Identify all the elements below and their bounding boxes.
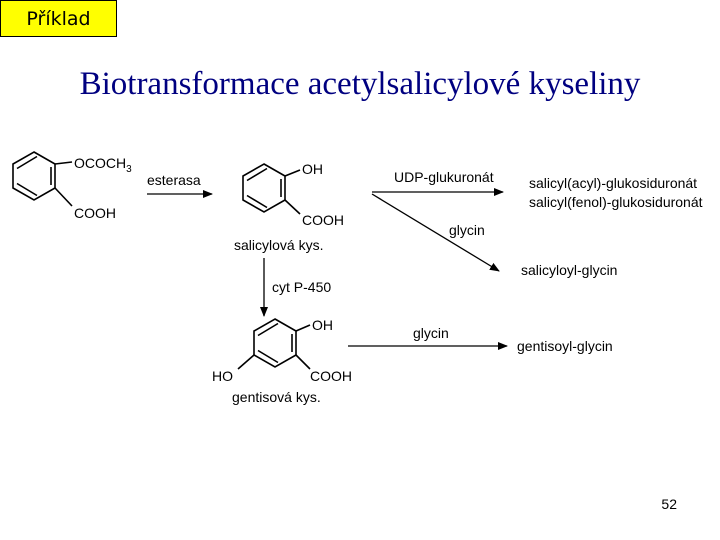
example-badge: Příklad — [0, 0, 117, 37]
aspirin-acetoxy-label: OCOCH3 — [74, 155, 132, 175]
acyl-glukosiduronat-product: salicyl(acyl)-glukosiduronát — [529, 175, 697, 191]
esterasa-label: esterasa — [147, 172, 201, 188]
page-number: 52 — [661, 496, 677, 512]
glycin-diagonal-arrow — [371, 193, 500, 272]
gentisic-acid-name: gentisová kys. — [232, 389, 321, 405]
reaction-scheme: OCOCH3 COOH esterasa OH COOH salicylová … — [12, 151, 703, 405]
udp-glukuronat-label: UDP-glukuronát — [394, 169, 494, 185]
slide-title: Biotransformace acetylsalicylové kyselin… — [79, 66, 641, 102]
salicylic-carboxyl-label: COOH — [302, 212, 344, 228]
fenol-glukosiduronat-product: salicyl(fenol)-glukosiduronát — [529, 194, 703, 210]
salicylic-acid-structure — [242, 163, 301, 215]
aspirin-carboxyl-label: COOH — [74, 205, 116, 221]
salicylic-hydroxyl-label: OH — [302, 161, 323, 177]
gentisic-carboxyl-label: COOH — [310, 368, 352, 384]
aspirin-structure — [12, 151, 73, 207]
gentisic-acid-structure — [237, 318, 311, 370]
glycin-diagonal-label: glycin — [449, 222, 485, 238]
gentisoyl-glycin-product: gentisoyl-glycin — [517, 338, 613, 354]
salicylic-acid-name: salicylová kys. — [234, 237, 323, 253]
gentisic-hydroxyl-left-label: HO — [212, 368, 233, 384]
cyt-p450-label: cyt P-450 — [272, 279, 331, 295]
gentisic-hydroxyl-top-label: OH — [312, 317, 333, 333]
salicyloyl-glycin-product: salicyloyl-glycin — [521, 262, 617, 278]
glycin-final-label: glycin — [413, 325, 449, 341]
